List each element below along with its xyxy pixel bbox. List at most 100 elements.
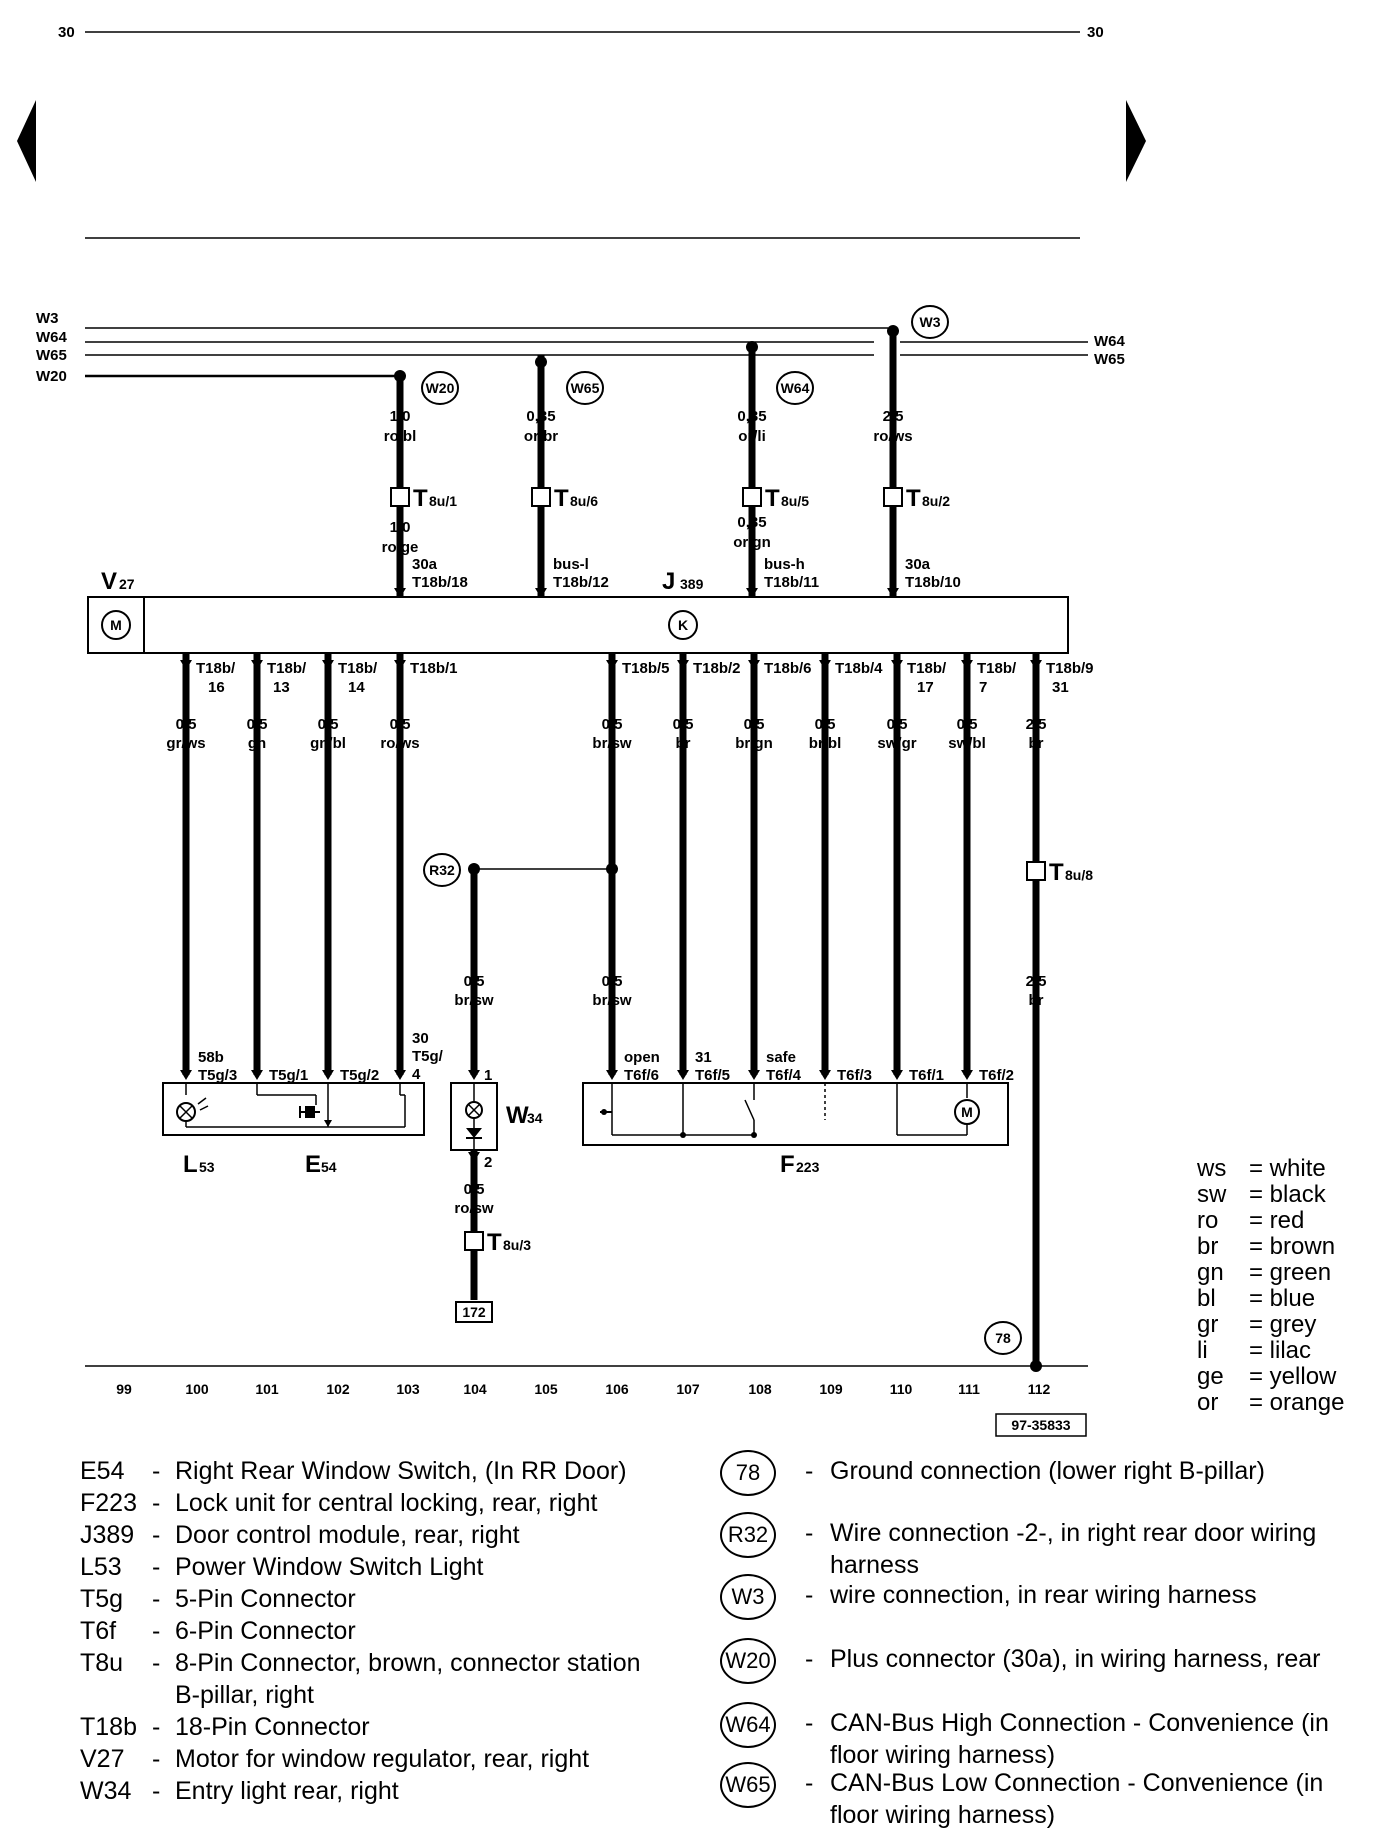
svg-text:F: F xyxy=(780,1151,795,1178)
legend-desc: Wire connection -2-, in right rear door … xyxy=(830,1519,1317,1579)
track-number: 104 xyxy=(463,1381,487,1397)
top-wire-nodes xyxy=(394,325,899,382)
color-name: = orange xyxy=(1249,1389,1345,1416)
svg-text:T: T xyxy=(765,485,780,512)
color-key-row: gn= green xyxy=(1197,1260,1344,1286)
svg-text:W65: W65 xyxy=(1094,351,1125,368)
svg-text:T18b/2: T18b/2 xyxy=(693,660,741,677)
legend-dash: - xyxy=(152,1617,161,1645)
prev-page-arrow-icon[interactable] xyxy=(17,100,36,182)
svg-text:8u/5: 8u/5 xyxy=(781,493,809,509)
v27-label: V xyxy=(101,568,117,595)
svg-text:W64: W64 xyxy=(1094,333,1126,350)
svg-text:T6f/1: T6f/1 xyxy=(909,1067,944,1084)
svg-text:W3: W3 xyxy=(36,310,59,327)
legend-code: T18b xyxy=(80,1713,137,1741)
bus-lines xyxy=(85,327,1088,378)
page-number-left: 30 xyxy=(58,24,75,41)
svg-text:T: T xyxy=(1049,859,1064,886)
svg-text:7: 7 xyxy=(979,679,987,696)
legend-code: V27 xyxy=(80,1745,125,1773)
color-code: or xyxy=(1197,1389,1219,1416)
svg-text:8u/8: 8u/8 xyxy=(1065,867,1093,883)
color-code: bl xyxy=(1197,1285,1216,1312)
svg-text:sw/gr: sw/gr xyxy=(877,735,916,752)
top-ground-circles: W20 W65 W64 W3 xyxy=(421,305,949,405)
svg-text:2: 2 xyxy=(484,1154,492,1171)
legend-dash: - xyxy=(152,1745,161,1773)
svg-text:W: W xyxy=(506,1102,529,1129)
color-name: = red xyxy=(1249,1207,1305,1234)
svg-text:58b: 58b xyxy=(198,1049,224,1066)
color-key-row: ge= yellow xyxy=(1197,1364,1344,1390)
svg-text:T6f/6: T6f/6 xyxy=(624,1067,659,1084)
color-key-row: or = orange xyxy=(1197,1390,1344,1416)
r32-branch: R32 0,5 br/sw xyxy=(423,853,618,1075)
color-code: ge xyxy=(1197,1363,1224,1390)
color-name: = black xyxy=(1249,1181,1326,1208)
legend-desc: 6-Pin Connector xyxy=(175,1617,356,1645)
svg-text:gr/ws: gr/ws xyxy=(166,735,205,752)
bottom-pin-arrows xyxy=(180,660,1042,670)
svg-text:R32: R32 xyxy=(429,862,455,878)
svg-text:2,5: 2,5 xyxy=(1026,973,1047,990)
next-page-arrow-icon[interactable] xyxy=(1126,100,1146,182)
bottom-pin-labels: T18b/16 T18b/13 T18b/14 T18b/1 T18b/5 T1… xyxy=(196,660,1094,696)
svg-text:W65: W65 xyxy=(571,380,600,396)
svg-text:ro/ws: ro/ws xyxy=(380,735,419,752)
svg-text:1: 1 xyxy=(484,1067,492,1084)
svg-text:T: T xyxy=(413,485,428,512)
svg-text:or/br: or/br xyxy=(524,428,558,445)
svg-text:T5g/1: T5g/1 xyxy=(269,1067,308,1084)
svg-text:8u/6: 8u/6 xyxy=(570,493,598,509)
doc-id: 97-35833 xyxy=(1011,1417,1070,1433)
color-key-row: gr= grey xyxy=(1197,1312,1344,1338)
ground-78: 78 xyxy=(984,1321,1042,1372)
legend-code: J389 xyxy=(80,1521,135,1549)
svg-text:0,35: 0,35 xyxy=(737,408,766,425)
svg-text:T: T xyxy=(487,1229,502,1256)
svg-text:bus-l: bus-l xyxy=(553,556,589,573)
svg-text:8u/1: 8u/1 xyxy=(429,493,457,509)
svg-text:34: 34 xyxy=(527,1110,543,1126)
legend-dash: - xyxy=(805,1457,814,1485)
svg-text:16: 16 xyxy=(208,679,225,696)
legend-desc: 5-Pin Connector xyxy=(175,1585,356,1613)
svg-text:W64: W64 xyxy=(781,380,810,396)
legend-code: R32 xyxy=(720,1512,776,1558)
svg-text:br/gn: br/gn xyxy=(735,735,773,752)
top-pin-labels: 30a T18b/18 bus-l T18b/12 bus-h T18b/11 … xyxy=(412,556,961,591)
color-key-row: br= brown xyxy=(1197,1234,1344,1260)
svg-text:4: 4 xyxy=(412,1066,421,1083)
j389-sub: 389 xyxy=(680,576,704,592)
color-name: = lilac xyxy=(1249,1337,1312,1364)
svg-text:0,5: 0,5 xyxy=(887,716,908,733)
color-name: = brown xyxy=(1249,1233,1336,1260)
doc-id-box xyxy=(995,1413,1087,1437)
svg-text:W3: W3 xyxy=(920,314,941,330)
svg-text:W20: W20 xyxy=(426,380,455,396)
legend-dash: - xyxy=(805,1581,814,1609)
svg-text:br: br xyxy=(1029,992,1044,1009)
legend-code: F223 xyxy=(80,1489,137,1517)
legend-code: W64 xyxy=(720,1702,776,1748)
svg-text:br/sw: br/sw xyxy=(592,992,632,1009)
svg-text:br: br xyxy=(676,735,691,752)
track-number: 110 xyxy=(890,1381,913,1397)
legend-desc: CAN-Bus High Connection - Convenience (i… xyxy=(830,1709,1329,1769)
svg-text:gn/bl: gn/bl xyxy=(310,735,346,752)
top-wire-labels: 1,0 ro/bl 0,35 or/br 0,35 or/li 2,5 ro/w… xyxy=(382,408,913,556)
svg-text:8u/2: 8u/2 xyxy=(922,493,950,509)
contact-icon xyxy=(600,1109,612,1115)
svg-text:0,5: 0,5 xyxy=(176,716,197,733)
svg-text:2,5: 2,5 xyxy=(1026,716,1047,733)
svg-text:T18b/: T18b/ xyxy=(977,660,1017,677)
svg-text:0,5: 0,5 xyxy=(673,716,694,733)
svg-text:T18b/6: T18b/6 xyxy=(764,660,812,677)
svg-text:T18b/: T18b/ xyxy=(196,660,236,677)
svg-text:0,5: 0,5 xyxy=(602,973,623,990)
svg-text:14: 14 xyxy=(348,679,365,696)
motor-icon: M xyxy=(101,610,131,640)
